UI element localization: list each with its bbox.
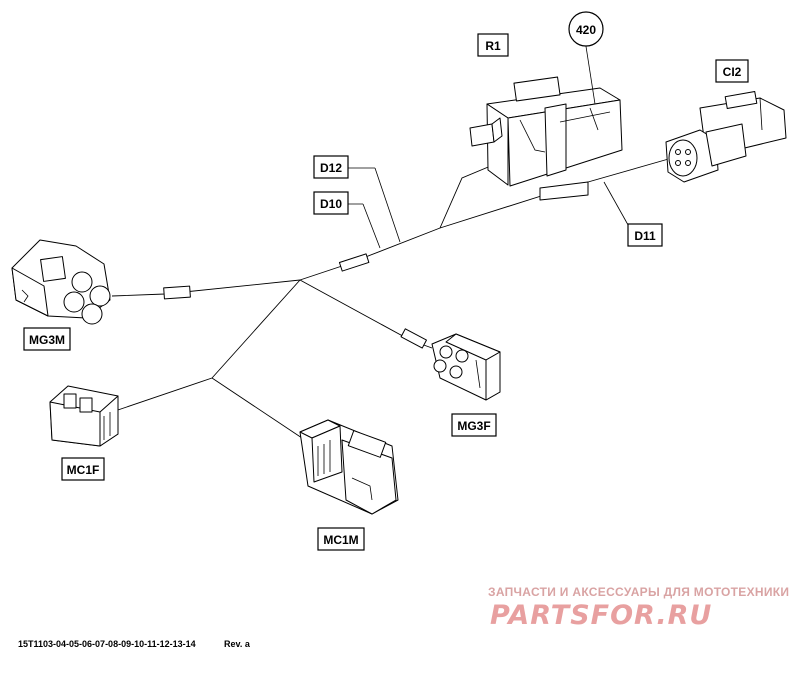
sleeve-mg3f	[400, 328, 427, 349]
label-mc1m: MC1M	[317, 527, 365, 551]
svg-text:MC1F: MC1F	[67, 463, 100, 477]
label-d11: D11	[627, 223, 663, 247]
watermark-tagline: ЗАПЧАСТИ И АКСЕССУАРЫ ДЛЯ МОТОТЕХНИКИ	[488, 585, 789, 599]
relay-r1-connector	[469, 76, 623, 201]
watermark: ЗАПЧАСТИ И АКСЕССУАРЫ ДЛЯ МОТОТЕХНИКИ PA…	[488, 585, 789, 631]
label-420: 420	[568, 11, 604, 47]
svg-text:R1: R1	[485, 39, 501, 53]
part-code: 15T1103-04-05-06-07-08-09-10-11-12-13-14	[18, 639, 196, 649]
mc1f-connector	[49, 385, 119, 447]
label-r1: R1	[477, 33, 509, 57]
sleeve-d10	[338, 253, 370, 272]
harness-wires	[111, 157, 673, 441]
label-mg3f: MG3F	[451, 413, 497, 437]
sleeve-mg3m	[163, 285, 191, 300]
svg-text:D10: D10	[320, 197, 342, 211]
label-d10: D10	[313, 191, 349, 215]
wire-sleeves	[163, 253, 427, 349]
watermark-logo: PARTSFOR.RU	[490, 600, 712, 631]
svg-text:MG3M: MG3M	[29, 333, 65, 347]
svg-text:MG3F: MG3F	[457, 419, 490, 433]
svg-text:420: 420	[576, 23, 596, 37]
mg3m-connector	[11, 239, 111, 325]
ci2-connector	[665, 90, 787, 183]
label-d12: D12	[313, 155, 349, 179]
label-ci2: CI2	[715, 59, 749, 83]
svg-text:D12: D12	[320, 161, 342, 175]
callout-leaders	[344, 39, 633, 249]
label-mg3m: MG3M	[23, 327, 71, 351]
revision: Rev. a	[224, 639, 251, 649]
svg-text:CI2: CI2	[723, 65, 742, 79]
mg3f-connector	[431, 333, 501, 401]
label-mc1f: MC1F	[61, 457, 105, 481]
svg-text:MC1M: MC1M	[323, 533, 358, 547]
mc1m-connector	[299, 419, 399, 515]
svg-text:D11: D11	[634, 229, 656, 243]
